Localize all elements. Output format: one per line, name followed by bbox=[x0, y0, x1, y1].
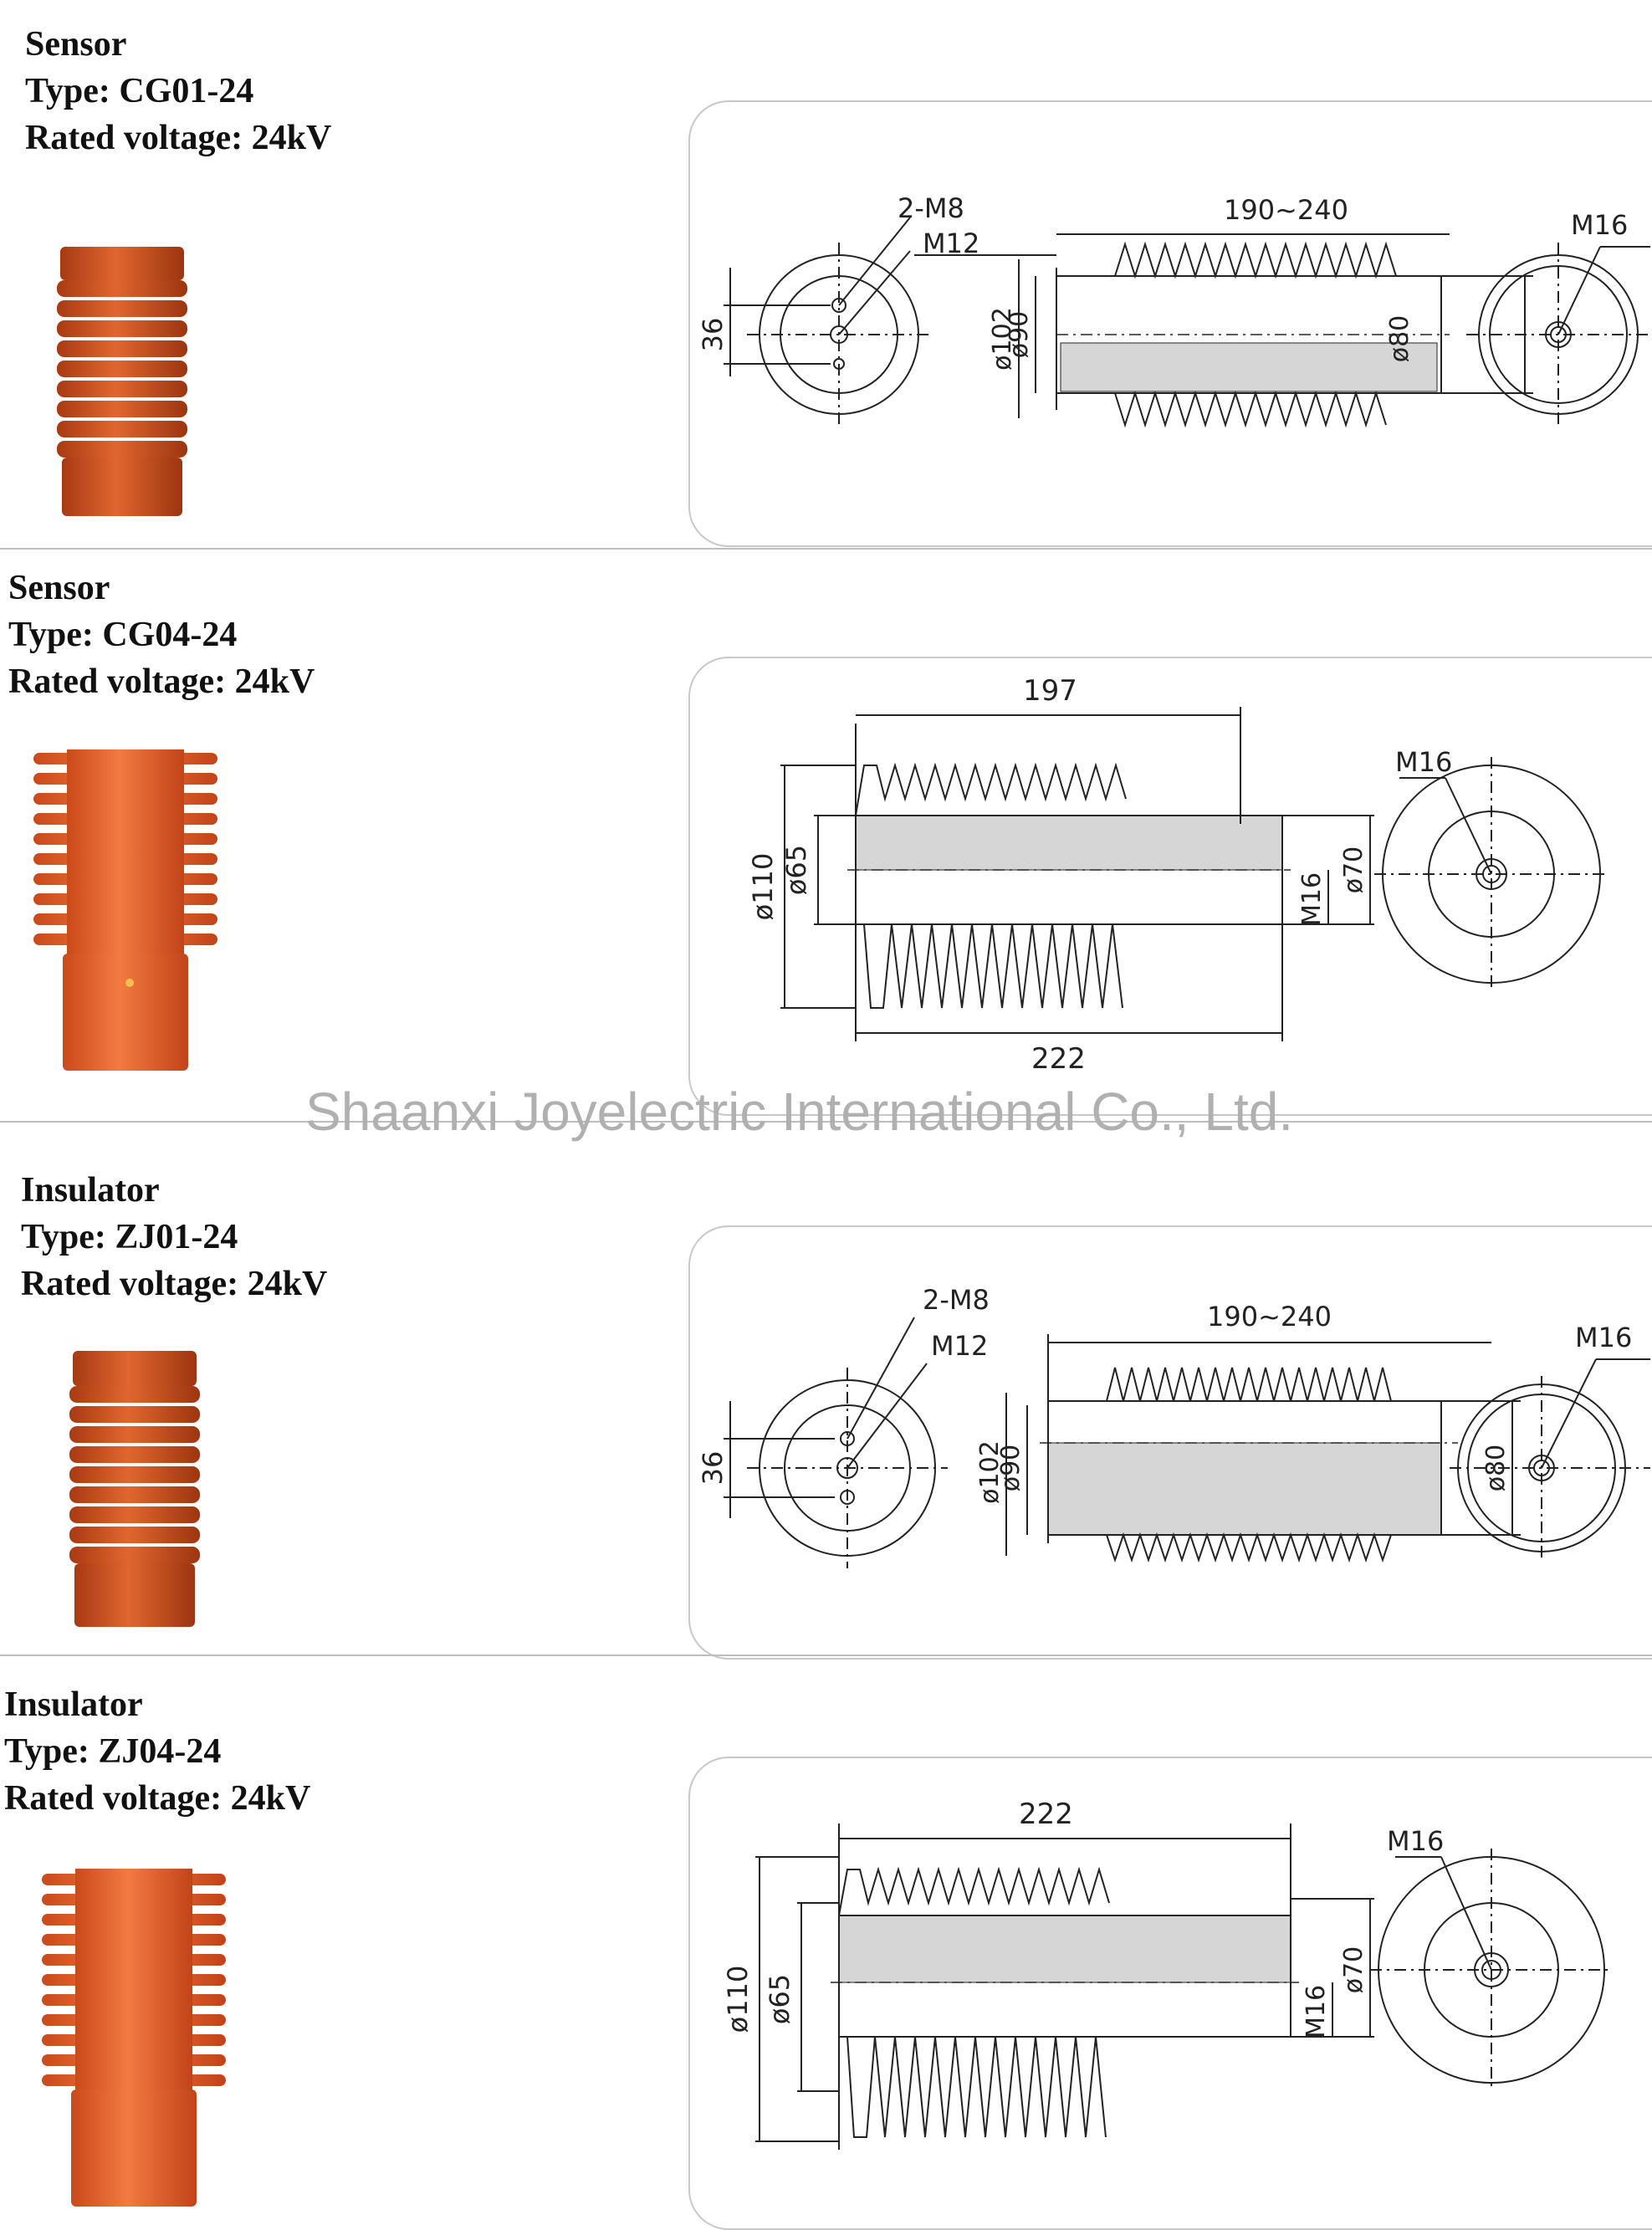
product-type: Type: CG01-24 bbox=[25, 72, 254, 110]
dim-outer-dia: ø102 bbox=[975, 1440, 1005, 1504]
product-section-cg01: Sensor Type: CG01-24 Rated voltage: 24kV bbox=[0, 0, 1652, 552]
product-category: Insulator bbox=[21, 1171, 160, 1210]
product-section-cg04: Sensor Type: CG04-24 Rated voltage: 24kV bbox=[0, 552, 1652, 1121]
product-title-block: Insulator Type: ZJ04-24 Rated voltage: 2… bbox=[4, 1681, 310, 1822]
product-voltage: Rated voltage: 24kV bbox=[21, 1265, 328, 1303]
dim-length: 222 bbox=[1019, 1798, 1073, 1831]
product-voltage: Rated voltage: 24kV bbox=[25, 119, 332, 157]
section-divider bbox=[0, 548, 1652, 550]
product-photo-cg04 bbox=[33, 749, 217, 1071]
product-voltage: Rated voltage: 24kV bbox=[8, 662, 315, 701]
dim-inner-dia: ø65 bbox=[780, 845, 812, 895]
dim-body-dia: ø90 bbox=[996, 1445, 1025, 1492]
dim-outer-dia: ø102 bbox=[988, 307, 1017, 371]
section-divider bbox=[0, 1121, 1652, 1123]
drawing-frame bbox=[688, 1757, 1652, 2230]
dim-body-dia: ø90 bbox=[1005, 311, 1034, 359]
technical-drawing-cg04: 197 222 ø110 ø65 M16 ø70 M16 bbox=[747, 674, 1609, 1076]
dim-end-thread-top: M16 bbox=[1387, 1825, 1444, 1857]
technical-drawing-zj04: 222 ø110 ø65 M16 ø70 M16 bbox=[722, 1798, 1613, 2150]
watermark: Shaanxi Joyelectric International Co., L… bbox=[305, 1082, 1294, 1142]
product-title-block: Sensor Type: CG04-24 Rated voltage: 24kV bbox=[8, 565, 315, 705]
dim-pitch: 36 bbox=[697, 318, 729, 352]
dim-center-thread: M12 bbox=[923, 228, 979, 259]
product-category: Sensor bbox=[25, 25, 127, 64]
product-type: Type: ZJ04-24 bbox=[4, 1732, 222, 1771]
product-voltage: Rated voltage: 24kV bbox=[4, 1779, 311, 1818]
dim-end-dia: ø70 bbox=[1339, 1946, 1368, 1994]
dim-end-thread: M16 bbox=[1571, 209, 1628, 241]
product-title-block: Insulator Type: ZJ01-24 Rated voltage: 2… bbox=[21, 1167, 327, 1307]
product-photo-zj04 bbox=[42, 1869, 226, 2207]
section-divider bbox=[0, 1655, 1652, 1656]
product-category: Sensor bbox=[8, 569, 110, 607]
dim-end-holes: 2-M8 bbox=[923, 1284, 990, 1316]
dim-end-dia: ø70 bbox=[1339, 846, 1368, 894]
dim-end-thread: M16 bbox=[1575, 1322, 1632, 1353]
dim-end-holes: 2-M8 bbox=[898, 192, 964, 224]
product-type: Type: CG04-24 bbox=[8, 616, 238, 654]
dim-end-thread: M16 bbox=[1302, 1985, 1331, 2038]
dim-top-length: 197 bbox=[1023, 674, 1077, 708]
dim-inner-dia: ø65 bbox=[764, 1974, 795, 2024]
product-title-block: Sensor Type: CG01-24 Rated voltage: 24kV bbox=[25, 21, 331, 161]
product-photo-cg01 bbox=[57, 247, 187, 516]
dim-length: 190~240 bbox=[1207, 1301, 1332, 1332]
product-section-zj01: Insulator Type: ZJ01-24 Rated voltage: 2… bbox=[0, 1121, 1652, 1660]
product-section-zj04: Insulator Type: ZJ04-24 Rated voltage: 2… bbox=[0, 1656, 1652, 2230]
dim-center-thread: M12 bbox=[931, 1330, 988, 1362]
dim-pitch: 36 bbox=[697, 1451, 729, 1486]
product-photo-zj01 bbox=[69, 1351, 200, 1627]
dim-outer-dia: ø110 bbox=[722, 1966, 754, 2033]
technical-drawing-zj01: 2-M8 M12 36 190~240 ø102 ø90 ø80 M16 bbox=[697, 1284, 1650, 1568]
dim-end-dia: ø80 bbox=[1481, 1445, 1511, 1492]
dim-length: 190~240 bbox=[1224, 194, 1348, 226]
dim-outer-dia: ø110 bbox=[747, 853, 779, 921]
product-category: Insulator bbox=[4, 1685, 143, 1724]
product-type: Type: ZJ01-24 bbox=[21, 1218, 238, 1256]
dim-end-thread: M16 bbox=[1297, 872, 1327, 926]
dim-end-dia: ø80 bbox=[1385, 315, 1414, 363]
technical-drawing-cg01: 2-M8 M12 36 190~240 ø102 ø90 ø80 M16 bbox=[697, 192, 1650, 428]
dim-end-thread-top: M16 bbox=[1395, 746, 1452, 778]
dim-bottom-length: 222 bbox=[1031, 1042, 1086, 1076]
